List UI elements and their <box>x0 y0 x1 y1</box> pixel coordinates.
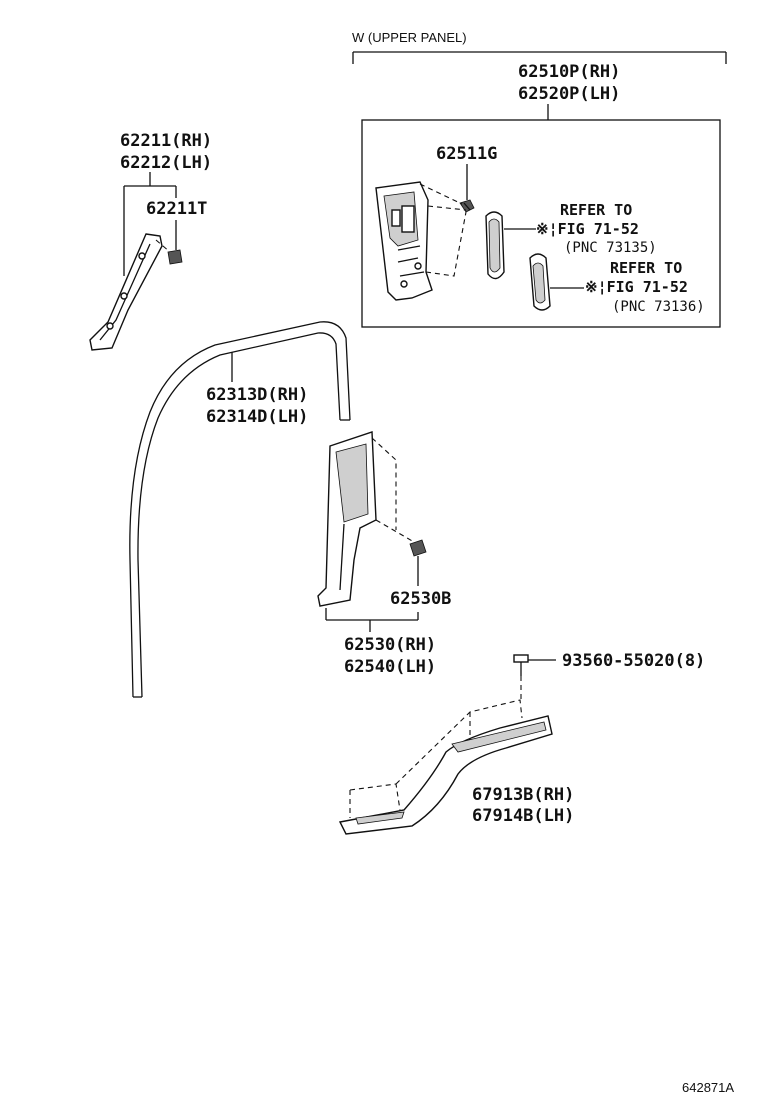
label-62211t: 62211T <box>146 199 207 219</box>
label-62511g: 62511G <box>436 144 497 164</box>
lamp-73135 <box>485 211 505 280</box>
label-62212-lh: 62212(LH) <box>120 153 212 173</box>
label-62314d-lh: 62314D(LH) <box>206 407 308 427</box>
label-93560: 93560-55020(8) <box>562 651 705 671</box>
upper-panel-header: W (UPPER PANEL) <box>352 30 467 45</box>
label-62510p-rh: 62510P(RH) <box>518 62 620 82</box>
label-62530-rh: 62530(RH) <box>344 635 436 655</box>
label-62540-lh: 62540(LH) <box>344 657 436 677</box>
label-62520p-lh: 62520P(LH) <box>518 84 620 104</box>
refer1-line3: (PNC 73135) <box>564 240 657 256</box>
label-62530b: 62530B <box>390 589 451 609</box>
clip-62530b <box>409 539 427 557</box>
weatherstrip-62313d <box>129 321 351 698</box>
label-62211-rh: 62211(RH) <box>120 131 212 151</box>
upper-panel-box <box>361 119 721 328</box>
upper-panel-bracket <box>352 51 727 64</box>
scuff-plate-67913b <box>338 699 553 835</box>
pillar-lower-62530 <box>317 431 415 607</box>
refer2-line1: REFER TO <box>610 259 682 277</box>
clip-62211t <box>167 249 183 265</box>
lamp-73136 <box>529 253 551 311</box>
refer2-line3: (PNC 73136) <box>612 299 705 315</box>
clip-62511g <box>459 199 475 213</box>
label-67913b-rh: 67913B(RH) <box>472 785 574 805</box>
refer1-line2: ※¦FIG 71-52 <box>536 220 639 238</box>
bracket-62211 <box>123 172 177 276</box>
refer1-line1: REFER TO <box>560 201 632 219</box>
upper-panel-part <box>375 181 467 301</box>
bracket-62530 <box>325 608 419 632</box>
label-67914b-lh: 67914B(LH) <box>472 806 574 826</box>
screw-93560 <box>513 654 529 700</box>
label-62313d-rh: 62313D(RH) <box>206 385 308 405</box>
diagram-code: 642871A <box>682 1080 734 1095</box>
refer2-line2: ※¦FIG 71-52 <box>585 278 688 296</box>
pillar-garnish-62211 <box>89 233 171 351</box>
